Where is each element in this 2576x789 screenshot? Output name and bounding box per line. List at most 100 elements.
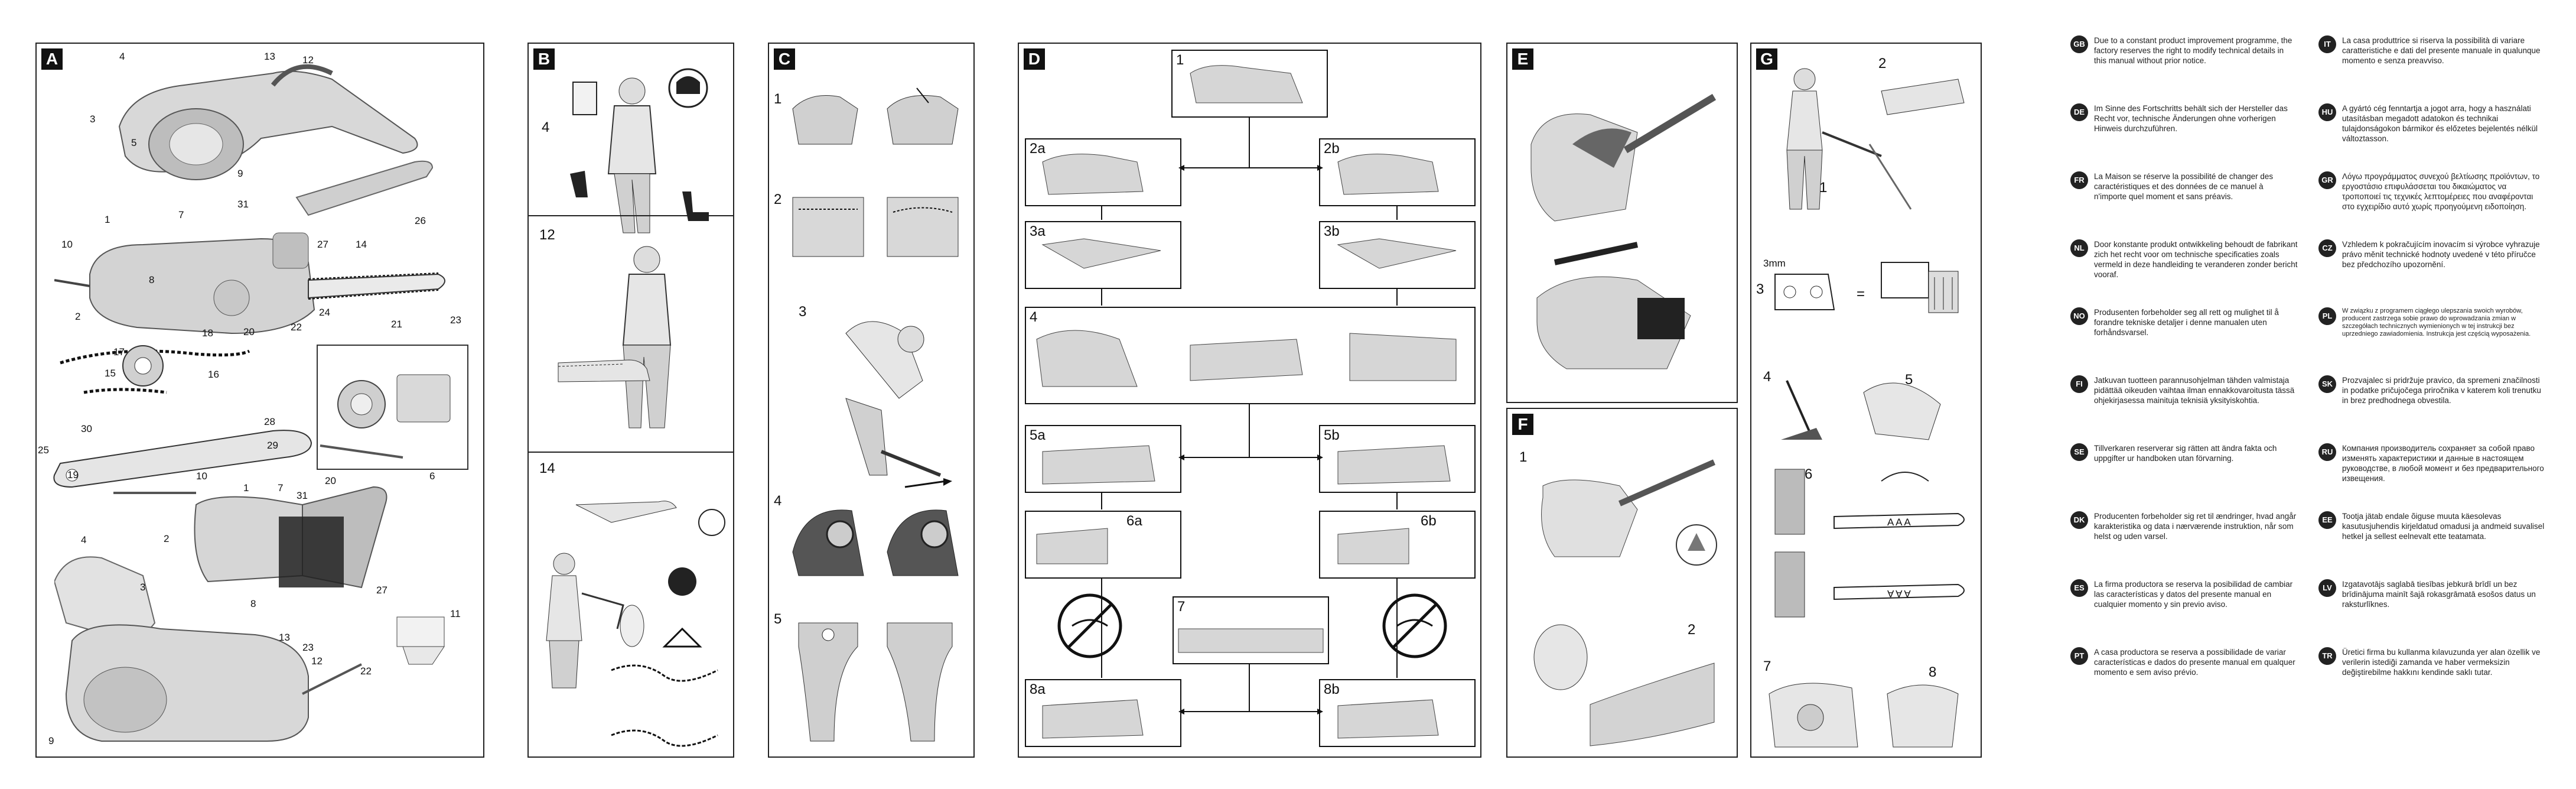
notice-text: Tootja jätab endale õiguse muuta käesole… (2342, 512, 2545, 541)
callout-a-23b: 23 (302, 642, 314, 653)
callout-a-23: 23 (450, 314, 461, 326)
callout-a-18: 18 (202, 327, 213, 339)
lang-badge: DE (2070, 103, 2088, 121)
callout-a-19: 19 (67, 469, 79, 480)
panel-g-step-4: 4 (1763, 369, 1771, 385)
callout-a-16: 16 (208, 369, 219, 380)
callout-a-6: 6 (429, 470, 435, 482)
callout-a-2b: 2 (164, 533, 170, 544)
notice-text: A casa productora se reserva a possibili… (2094, 648, 2295, 677)
callout-a-12: 12 (302, 54, 314, 66)
panel-e: E (1506, 43, 1738, 403)
callout-a-9b: 9 (48, 735, 54, 746)
lang-badge: IT (2318, 35, 2336, 53)
callout-a-31: 31 (237, 199, 249, 210)
lang-badge: GB (2070, 35, 2088, 53)
chain-tension-illustration (792, 197, 959, 257)
callout-a-24: 24 (319, 307, 330, 318)
chain-brake-check-illustration (792, 87, 959, 145)
panel-g-step-5: 5 (1905, 372, 1913, 388)
callout-a-9: 9 (237, 168, 243, 179)
notice-text: Компания производитель сохраняет за собо… (2342, 444, 2544, 483)
panel-g-step-2: 2 (1878, 56, 1887, 72)
panel-c-label: C (774, 48, 795, 70)
callout-a-4b: 4 (81, 534, 87, 546)
panel-d-label: D (1024, 48, 1045, 70)
notice-text: La casa produttrice si riserva la possib… (2342, 36, 2541, 65)
panel-b-step-14: 14 (539, 460, 555, 476)
panel-g-step-1: 1 (1819, 180, 1828, 196)
callout-a-30: 30 (81, 423, 92, 434)
lang-badge: RU (2318, 443, 2336, 461)
lang-badge: SK (2318, 375, 2336, 393)
lang-badge: FI (2070, 375, 2088, 393)
callout-a-1b: 1 (243, 482, 249, 493)
panel-c-step-5: 5 (774, 611, 782, 627)
callout-a-10: 10 (61, 239, 73, 250)
callout-a-22: 22 (291, 322, 302, 333)
callout-a-20b: 20 (325, 475, 336, 486)
callout-a-27b: 27 (376, 585, 387, 596)
callout-a-1: 1 (105, 214, 110, 225)
panel-g-equals: = (1857, 286, 1865, 302)
panel-g-3mm: 3mm (1763, 258, 1786, 269)
callout-a-25: 25 (38, 444, 49, 456)
panel-f: F 1 2 (1506, 408, 1738, 758)
felling-illustration (1786, 68, 1965, 210)
notice-text: Jatkuvan tuotteen parannusohjelman tähde… (2094, 376, 2295, 405)
lang-badge: CZ (2318, 239, 2336, 257)
callout-a-3b: 3 (140, 582, 146, 593)
chain-and-sprocket-illustration (60, 345, 250, 394)
lang-badge: DK (2070, 511, 2088, 529)
callout-a-31b: 31 (297, 490, 308, 501)
notice-text: Producenten forbeholder sig ret til ændr… (2094, 512, 2297, 541)
lang-badge: GR (2318, 171, 2336, 189)
callout-a-14: 14 (356, 239, 367, 250)
cutting-technique-illustration (546, 501, 725, 747)
lang-badge: PT (2070, 647, 2088, 665)
panel-b-divider-1 (529, 215, 733, 216)
guide-bar-illustration (53, 430, 312, 488)
callout-a-4: 4 (119, 51, 125, 62)
panel-g: G 1 2 3mm 3 = 4 5 6 A A A A A A 7 8 (1750, 43, 1982, 758)
lang-badge: NO (2070, 307, 2088, 325)
lang-badge: FR (2070, 171, 2088, 189)
callout-a-28: 28 (264, 416, 275, 427)
chain-tension-adjust-illustration (1533, 459, 1717, 746)
panel-c-step-2: 2 (774, 191, 782, 207)
notice-text: Üretici firma bu kullanma kılavuzunda ye… (2342, 648, 2541, 677)
panel-b-label: B (533, 48, 555, 70)
panel-b-step-12: 12 (539, 227, 555, 243)
oil-filler-illustration (798, 622, 953, 742)
sharpening-illustration (1781, 380, 1941, 440)
callout-a-5: 5 (131, 137, 137, 148)
lang-badge: EE (2318, 511, 2336, 529)
panel-f-step-2: 2 (1688, 622, 1696, 638)
chain-link-wear-illustration (1774, 262, 1959, 313)
bar-text-top: A A A (1887, 517, 1911, 528)
lang-badge: ES (2070, 579, 2088, 597)
protective-equipment-illustration (570, 68, 709, 233)
bar-text-bottom: A A A (1887, 588, 1911, 599)
panel-b: B 4 12 14 (527, 43, 734, 758)
callout-a-20: 20 (243, 326, 255, 337)
notice-text: Tillverkaren reserverar sig rätten att ä… (2094, 444, 2277, 463)
callout-a-3: 3 (90, 113, 96, 125)
callout-a-17: 17 (113, 346, 125, 358)
notice-text: Im Sinne des Fortschritts behält sich de… (2094, 104, 2288, 133)
panel-g-label: G (1756, 48, 1777, 70)
panel-g-step-7: 7 (1763, 658, 1771, 674)
notice-text: Produsenten forbeholder seg all rett og … (2094, 308, 2279, 337)
notice-text: A gyártó cég fenntartja a jogot arra, ho… (2342, 104, 2538, 143)
operator-holding-saw-illustration (558, 246, 672, 428)
callout-a-8b: 8 (250, 598, 256, 609)
callout-a-29: 29 (267, 440, 278, 451)
panel-c-step-4: 4 (774, 493, 782, 509)
oil-check-illustration (792, 509, 959, 576)
flowchart-connectors (1036, 65, 1457, 739)
panel-b-step-4: 4 (542, 119, 550, 135)
callout-a-7b: 7 (278, 482, 284, 493)
lang-badge: PL (2318, 307, 2336, 325)
lang-badge: NL (2070, 239, 2088, 257)
